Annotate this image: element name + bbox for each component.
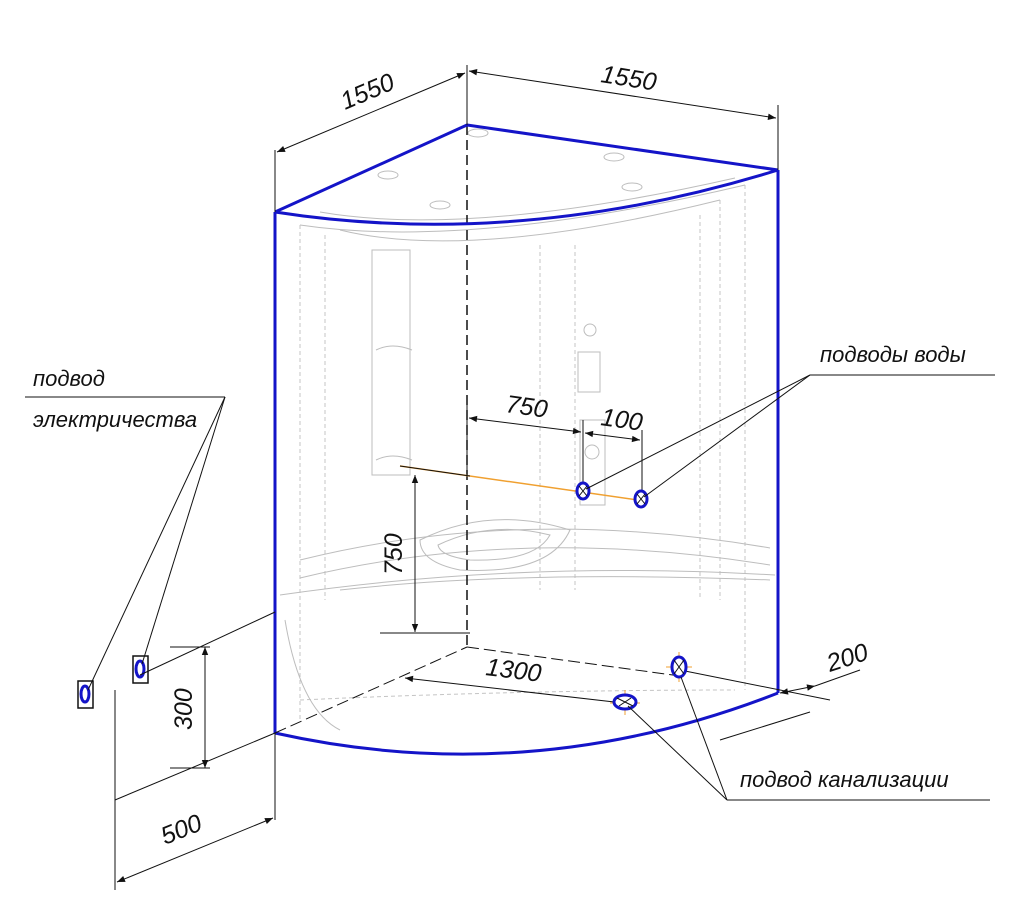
dim-water-height-label: 750: [380, 533, 408, 575]
water-callout-label: подводы воды: [820, 342, 966, 367]
dim-drain-spacing-label: 200: [822, 638, 871, 678]
dim-drain-offset-label: 1300: [484, 653, 543, 688]
drain-outlet-2: [666, 652, 692, 682]
dim-drain-spacing: 200: [679, 638, 872, 741]
dim-water-height: 750: [380, 475, 470, 634]
sewage-callout-label: подвод канализации: [740, 767, 949, 792]
electric-callout-label-2: электричества: [33, 407, 197, 432]
dim-width-left-label: 1550: [336, 68, 398, 116]
water-inlet-2: [633, 489, 649, 509]
drain-outlet-1: [610, 690, 640, 715]
electric-callout-label-1: подвод: [33, 366, 105, 391]
dim-drain-offset: 1300: [274, 646, 681, 734]
dim-electric-height-label: 300: [170, 688, 198, 730]
dim-electric-height: 300: [114, 611, 276, 801]
dim-water-spacing-label: 100: [599, 403, 644, 437]
sewage-callout: подвод канализации: [627, 676, 990, 801]
dim-water-spacing: 100: [584, 403, 644, 498]
water-callout: подводы воды: [585, 342, 995, 498]
cabin-ghost-outline: [279, 128, 776, 731]
electric-callout: подвод электричества: [25, 366, 226, 691]
dim-width-right-label: 1550: [599, 60, 658, 96]
dim-water-offset: 750: [466, 390, 584, 490]
dim-width-right: 1550: [468, 60, 779, 170]
electric-outlet-2: [132, 655, 149, 684]
dim-water-offset-label: 750: [504, 390, 549, 424]
dim-electric-offset-label: 500: [157, 809, 206, 851]
water-inlet-1: [575, 481, 591, 501]
